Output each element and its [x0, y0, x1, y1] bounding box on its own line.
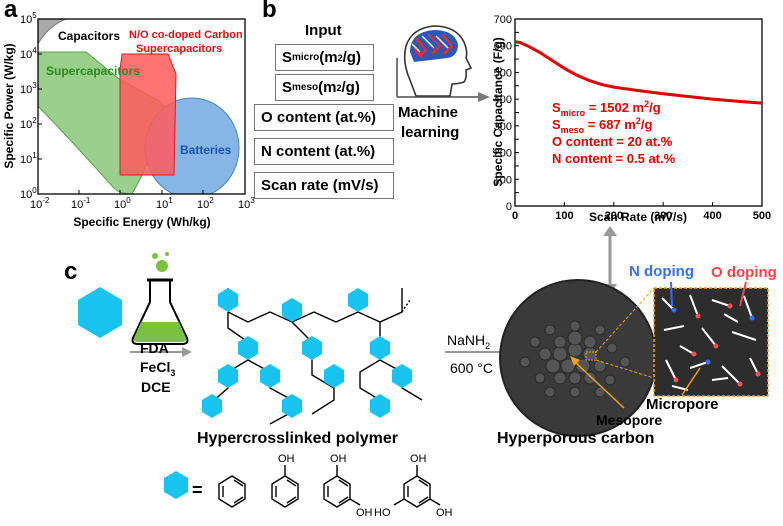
brain-head-icon — [403, 25, 472, 97]
capacitance-series-line — [514, 40, 763, 105]
x-tick-0: 10-2 — [30, 196, 50, 211]
panel-letter-b: b — [262, 0, 277, 23]
no-carbon-label-2: Supercapacitors — [136, 43, 222, 55]
pore-inset — [653, 281, 769, 397]
polymer-hexagons — [202, 288, 412, 418]
input-o-content: O content (at.%) — [254, 104, 394, 131]
no-carbon-region — [119, 53, 177, 176]
benzene-structures — [218, 465, 441, 508]
series — [514, 40, 763, 105]
temperature-label: 600 °C — [450, 360, 493, 376]
ml-arrows — [396, 58, 490, 102]
chart-x-label: Scan Rate (mV/s) — [589, 210, 687, 224]
svg-text:OH: OH — [356, 507, 373, 519]
x-tick-5: 103 — [238, 196, 255, 211]
y-ticks: 0 100 200 300 400 500 600 700 — [494, 14, 519, 213]
x-tick-label: 400 — [703, 210, 721, 222]
x-tick-4: 102 — [197, 196, 214, 211]
x-tick-label: 0 — [512, 210, 518, 222]
y-tick-2: 102 — [20, 116, 37, 131]
micropore-label: Micropore — [646, 396, 719, 413]
svg-text:OH: OH — [410, 453, 427, 465]
y-tick-4: 104 — [20, 46, 37, 61]
mesopore-label: Mesopore — [596, 412, 663, 428]
svg-text:OH: OH — [330, 453, 347, 465]
n-doping-label: N doping — [629, 263, 694, 280]
svg-text:HO: HO — [374, 507, 391, 519]
ragone-y-tick-labels: 100 101 102 103 104 105 — [20, 11, 37, 201]
y-tick-label: 600 — [494, 41, 512, 53]
carbon-sphere — [499, 279, 657, 437]
ragone-plot: 10-2 10-1 100 101 102 103 100 101 102 10… — [2, 11, 255, 229]
annotation-s-meso: Smeso = 687 m2/g — [552, 116, 653, 135]
chart-y-label: Specific Capacitance (F/g) — [491, 37, 505, 186]
x-tick-2: 100 — [114, 196, 131, 211]
panel-letter-a: a — [4, 0, 18, 23]
y-tick-label: 500 — [494, 67, 512, 79]
input-n-content: N content (at.%) — [254, 138, 394, 165]
y-tick-1: 101 — [20, 151, 37, 166]
nanh2-label: NaNH2 — [447, 332, 491, 351]
dce-label: DCE — [141, 379, 171, 395]
y-tick-label: 200 — [494, 148, 512, 160]
carbon-label: Hyperporous carbon — [497, 430, 655, 447]
y-tick-label: 300 — [494, 121, 512, 133]
oh-labels: OH OH OH OH OH HO — [278, 453, 453, 519]
no-carbon-label-1: N/O co-doped Carbon — [129, 29, 243, 41]
input-title: Input — [305, 22, 342, 39]
y-tick-label: 400 — [494, 94, 512, 106]
capacitors-label: Capacitors — [58, 29, 120, 43]
annotation-n-content: N content = 0.5 at.% — [552, 151, 676, 166]
input-scan-rate: Scan rate (mV/s) — [254, 172, 394, 199]
x-tick-label: 300 — [654, 210, 672, 222]
y-tick-label: 0 — [506, 201, 512, 213]
svg-text:OH: OH — [278, 453, 295, 465]
y-tick-label: 700 — [494, 14, 512, 26]
y-tick-5: 105 — [20, 11, 37, 26]
chart-annotations: Smicro = 1502 m2/g Smeso = 687 m2/g O co… — [552, 99, 676, 166]
legend-hexagon — [164, 471, 188, 499]
x-tick-label: 500 — [753, 210, 771, 222]
batteries-label: Batteries — [180, 143, 232, 157]
fecl3-label: FeCl3 — [140, 359, 176, 378]
ml-label-line-2: learning — [401, 124, 460, 141]
x-tick-label: 200 — [605, 210, 623, 222]
annotation-s-micro: Smicro = 1502 m2/g — [552, 99, 661, 118]
y-tick-3: 103 — [20, 81, 37, 96]
equals-sign: = — [192, 480, 203, 500]
monomer-hexagon — [78, 287, 122, 338]
x-ticks: 0 100 200 300 400 500 — [512, 202, 771, 222]
ragone-y-label: Specific Power (W/kg) — [2, 43, 16, 168]
o-doping-label: O doping — [711, 264, 777, 281]
y-tick-label: 100 — [494, 174, 512, 186]
polymer-label: Hypercrosslinked polymer — [197, 430, 398, 447]
ragone-x-tick-labels: 10-2 10-1 100 101 102 103 — [30, 196, 255, 211]
svg-text:OH: OH — [436, 507, 453, 519]
x-tick-label: 100 — [555, 210, 573, 222]
fda-label: FDA — [140, 340, 169, 356]
panel-letter-c: c — [64, 258, 78, 285]
x-tick-1: 10-1 — [71, 196, 91, 211]
ragone-x-label: Specific Energy (Wh/kg) — [73, 215, 210, 229]
y-tick-0: 100 — [20, 186, 37, 201]
annotation-o-content: O content = 20 at.% — [552, 134, 673, 149]
flask-icon — [131, 252, 189, 345]
synthesis-diagram: OH OH OH OH OH HO = — [78, 252, 769, 519]
supercapacitors-label: Supercapacitors — [46, 64, 140, 78]
x-tick-3: 101 — [156, 196, 173, 211]
ml-label-line-1: Machine — [398, 104, 459, 121]
